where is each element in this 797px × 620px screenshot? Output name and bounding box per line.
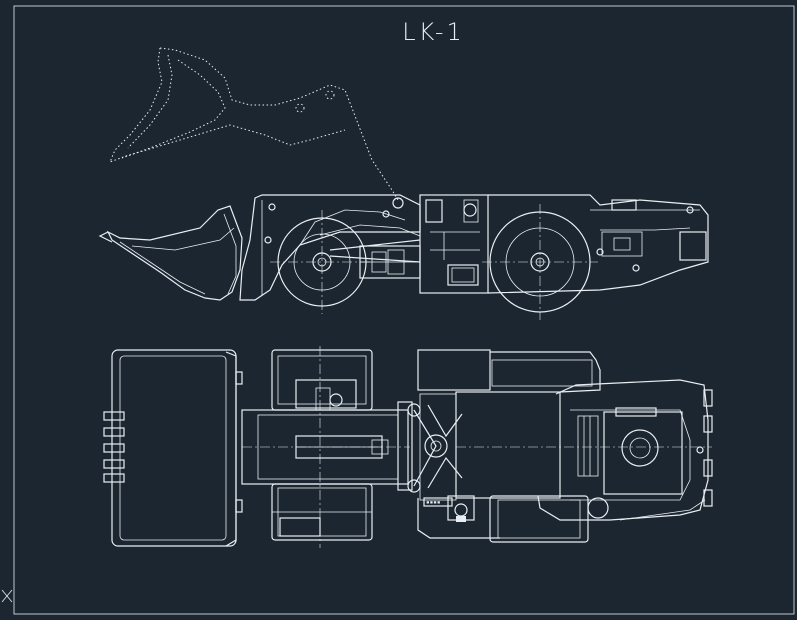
rear-wheel-bottom-plan: ▪▪▪▪ bbox=[417, 495, 589, 543]
front-wheel-bottom-plan bbox=[271, 483, 373, 541]
front-wheel-top-plan bbox=[271, 349, 373, 411]
rear-body bbox=[419, 194, 709, 294]
side-view bbox=[98, 47, 709, 320]
articulation-joint bbox=[359, 245, 421, 279]
raised-bucket-outline bbox=[109, 47, 399, 201]
drawing-title: LK-1 bbox=[402, 18, 465, 46]
front-frame bbox=[239, 194, 421, 301]
drawing-frame bbox=[13, 5, 795, 615]
ucs-icon bbox=[1, 589, 13, 603]
bucket-plan bbox=[103, 349, 243, 547]
plan-view: ▪▪▪▪ bbox=[103, 346, 713, 548]
rear-wheel bbox=[482, 204, 598, 320]
bucket bbox=[98, 205, 243, 301]
front-wheel bbox=[270, 210, 374, 314]
articulation-plan bbox=[397, 393, 463, 501]
front-frame-plan bbox=[241, 346, 410, 548]
rear-body-plan bbox=[417, 349, 713, 521]
plate-text: ▪▪▪▪ bbox=[426, 499, 440, 506]
